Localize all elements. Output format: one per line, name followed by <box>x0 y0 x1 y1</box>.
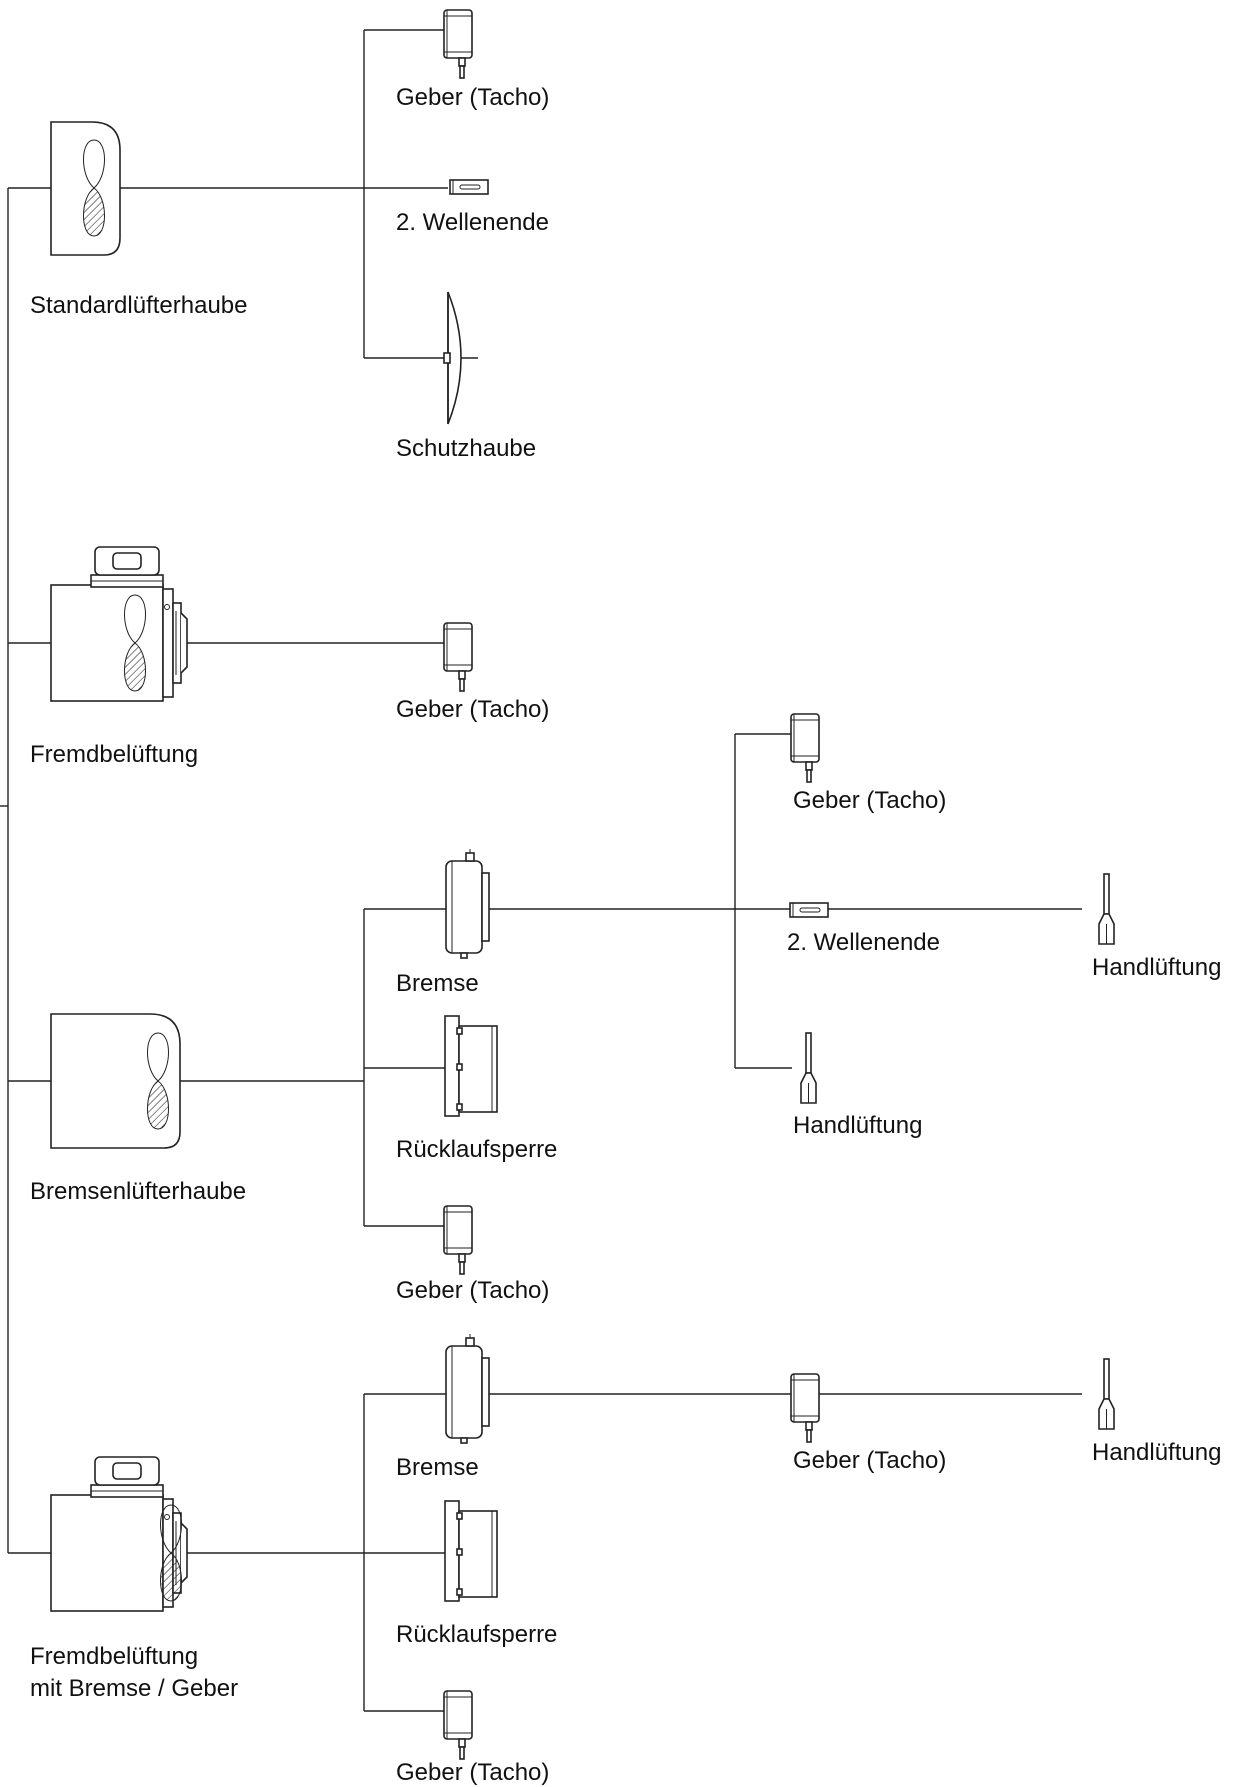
backstop-icon <box>444 1015 498 1117</box>
protective-cover-label: Schutzhaube <box>396 435 536 462</box>
manual-release-lever-icon <box>1098 1358 1115 1430</box>
encoder-label: Geber (Tacho) <box>396 696 549 723</box>
standard-fan-hood-motor <box>50 121 121 256</box>
encoder-label: Geber (Tacho) <box>396 1759 549 1786</box>
brake-fan-hood-label: Bremsenlüfterhaube <box>30 1178 246 1205</box>
manual-release-label: Handlüftung <box>793 1112 922 1139</box>
forced-ventilation-label: Fremdbelüftung <box>30 741 198 768</box>
backstop-icon <box>444 1500 498 1602</box>
encoder-icon <box>790 1373 820 1443</box>
brake-fan-hood-motor <box>50 1013 181 1149</box>
forced-ventilation-brake-label-line1: Fremdbelüftung <box>30 1643 198 1670</box>
encoder-icon <box>790 713 820 783</box>
encoder-label: Geber (Tacho) <box>793 1447 946 1474</box>
second-shaft-end-label: 2. Wellenende <box>396 209 549 236</box>
encoder-label: Geber (Tacho) <box>396 1277 549 1304</box>
manual-release-label: Handlüftung <box>1092 954 1221 981</box>
encoder-icon <box>443 1205 473 1275</box>
encoder-icon <box>443 622 473 692</box>
encoder-icon <box>443 9 473 79</box>
backstop-label: Rücklaufsperre <box>396 1621 557 1648</box>
brake-icon <box>445 1333 490 1444</box>
encoder-label: Geber (Tacho) <box>396 84 549 111</box>
manual-release-label: Handlüftung <box>1092 1439 1221 1466</box>
second-shaft-end-icon <box>789 902 829 918</box>
encoder-icon <box>443 1690 473 1760</box>
forced-ventilation-brake-encoder-motor <box>50 1456 188 1612</box>
manual-release-lever-icon <box>1098 873 1115 945</box>
standard-fan-hood-label: Standardlüfterhaube <box>30 292 248 319</box>
backstop-label: Rücklaufsperre <box>396 1136 557 1163</box>
protective-cover-icon <box>443 291 462 425</box>
second-shaft-end-label: 2. Wellenende <box>787 929 940 956</box>
second-shaft-end-icon <box>449 179 489 195</box>
brake-icon <box>445 848 490 959</box>
brake-label: Bremse <box>396 1454 479 1481</box>
forced-ventilation-brake-label-line2: mit Bremse / Geber <box>30 1675 238 1702</box>
encoder-label: Geber (Tacho) <box>793 787 946 814</box>
brake-label: Bremse <box>396 970 479 997</box>
manual-release-lever-icon <box>800 1032 817 1104</box>
forced-ventilation-motor <box>50 546 188 702</box>
